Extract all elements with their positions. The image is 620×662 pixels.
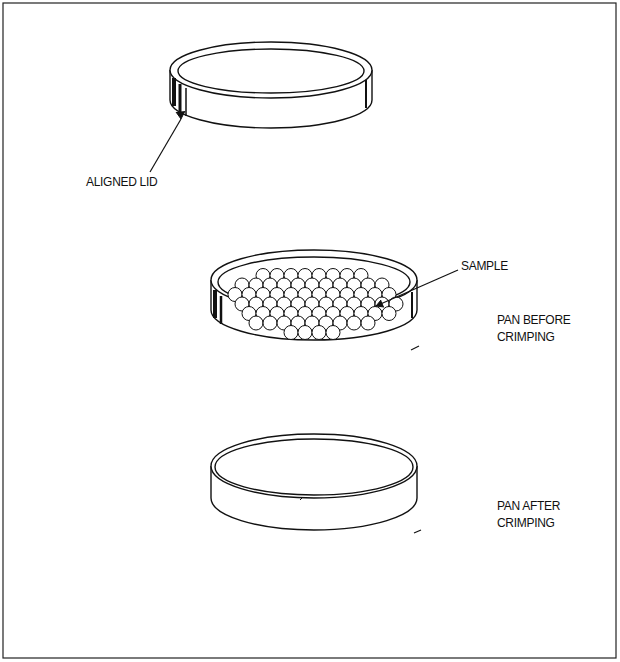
sample-bead [347, 316, 361, 330]
aligned-lid-figure [170, 42, 372, 128]
part-label: ALIGNED LID [86, 174, 196, 191]
pan-after-figure [211, 434, 417, 530]
sample-bead [263, 316, 277, 330]
sample-bead [361, 316, 375, 330]
sample-bead [312, 326, 326, 340]
sample-bead [298, 326, 312, 340]
sample-bead [382, 307, 396, 321]
sample-bead [326, 326, 340, 340]
sample-bead [249, 316, 263, 330]
leader-lines [150, 111, 458, 533]
part-label: PAN BEFORE CRIMPING [497, 312, 597, 346]
pan-before-figure [211, 250, 417, 340]
sample-bead [284, 326, 298, 340]
frame-border [3, 3, 616, 658]
part-label: SAMPLE [461, 258, 561, 275]
part-label: PAN AFTER CRIMPING [497, 498, 597, 532]
